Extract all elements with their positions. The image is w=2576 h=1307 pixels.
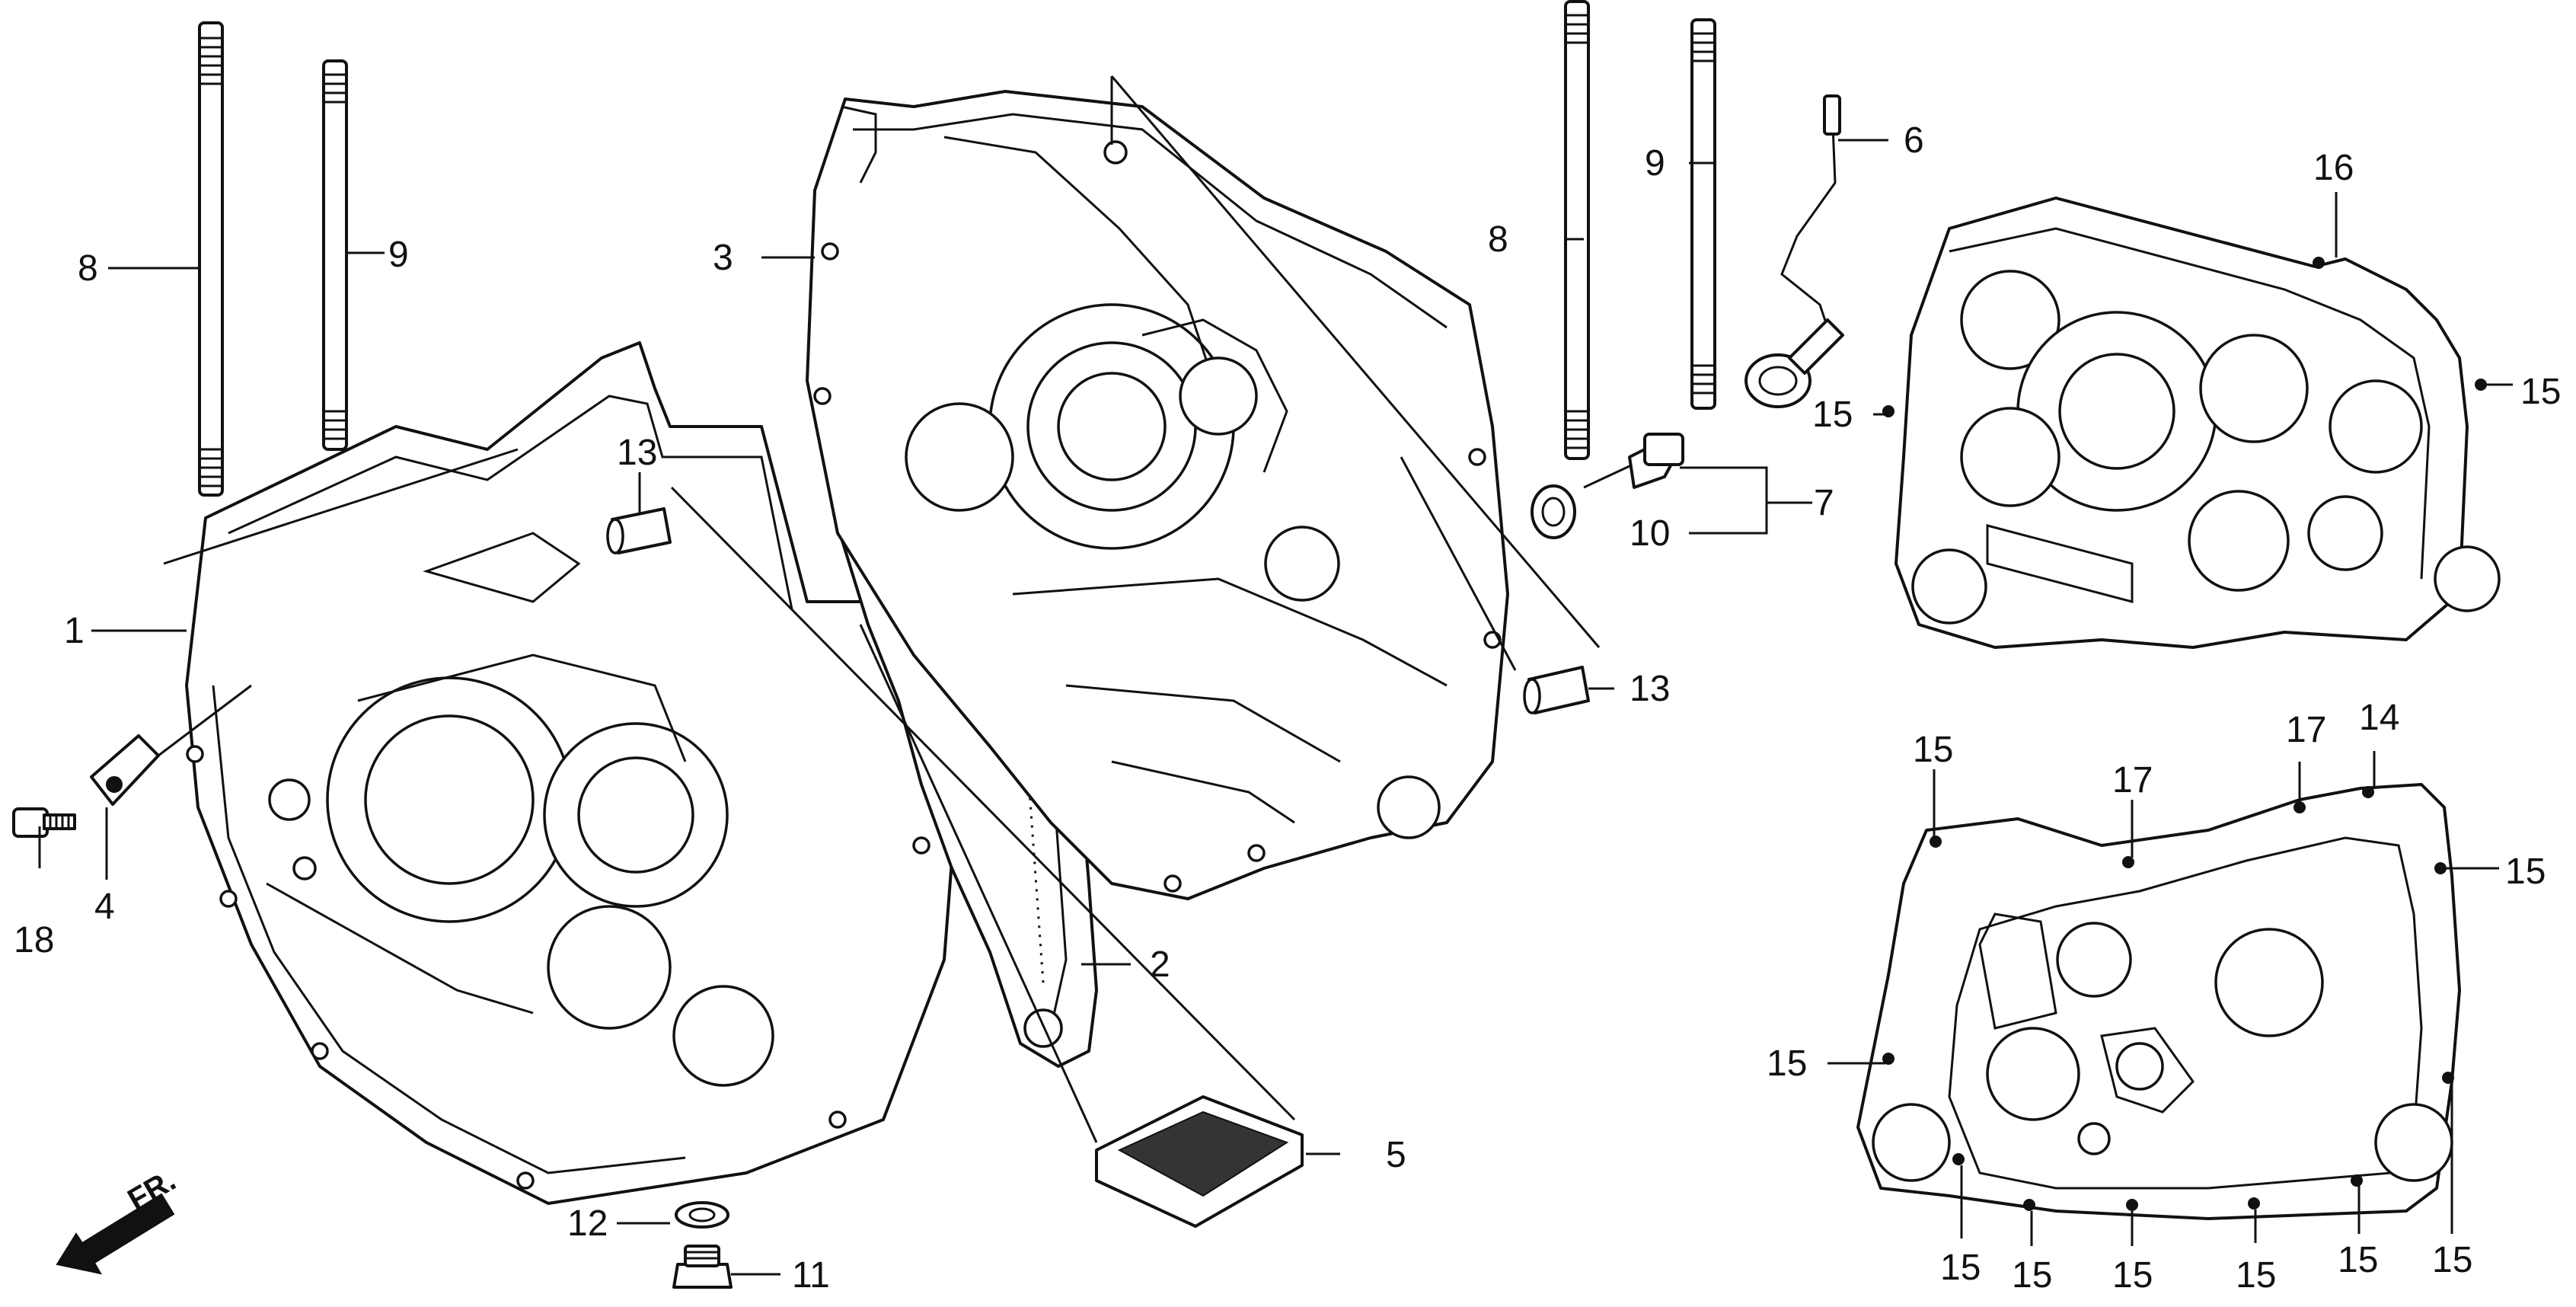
callout-15-i: 15 — [2236, 1255, 2276, 1296]
callout-17-b: 17 — [2286, 710, 2326, 750]
stud-bolt-9-left — [322, 59, 348, 451]
callout-16: 16 — [2313, 148, 2354, 188]
hollow-dowel-13-left — [606, 507, 672, 554]
callout-15-a: 15 — [1812, 395, 1853, 435]
drain-bolt-11 — [672, 1245, 733, 1289]
cover-gasket-lower — [1856, 783, 2461, 1220]
cap-4 — [90, 684, 252, 806]
callout-15-j: 15 — [2338, 1240, 2378, 1280]
callout-7: 7 — [1814, 483, 1834, 523]
callout-15-d: 15 — [2505, 852, 2546, 892]
front-direction-label: FR. — [123, 1163, 182, 1216]
callout-9-right: 9 — [1645, 143, 1665, 184]
callout-4: 4 — [94, 887, 115, 927]
callout-14: 14 — [2359, 698, 2399, 738]
o-ring-10 — [1531, 484, 1576, 539]
bolt-18 — [12, 807, 76, 838]
callout-6: 6 — [1904, 120, 1924, 161]
callout-10: 10 — [1630, 513, 1670, 554]
neutral-switch-7 — [1583, 433, 1684, 489]
callout-5: 5 — [1386, 1135, 1406, 1175]
callout-2: 2 — [1150, 944, 1170, 985]
callout-1: 1 — [64, 611, 85, 651]
hollow-dowel-13-right — [1523, 666, 1590, 714]
stud-bolt-8-right — [1564, 0, 1590, 460]
callout-8-right: 8 — [1488, 219, 1508, 260]
callout-15-c: 15 — [1913, 730, 1953, 770]
cover-gasket-16 — [1882, 197, 2501, 649]
callout-15-e: 15 — [1767, 1043, 1807, 1084]
callout-15-g: 15 — [2012, 1255, 2052, 1296]
sealing-washer-12 — [675, 1201, 729, 1229]
callout-17-a: 17 — [2112, 760, 2153, 800]
neutral-switch-wire-6 — [1744, 94, 1844, 408]
callout-labels: 8 9 1 18 4 13 3 2 5 12 11 8 9 6 7 10 13 … — [14, 120, 2561, 1296]
leader-lines — [38, 75, 2513, 1276]
callout-8-left: 8 — [78, 248, 98, 289]
callout-15-k: 15 — [2432, 1240, 2472, 1280]
callout-18: 18 — [14, 920, 54, 960]
stud-bolt-9-right — [1690, 18, 1716, 410]
callout-13-left: 13 — [617, 433, 657, 473]
oil-strainer-screen — [1095, 1095, 1304, 1228]
callout-11: 11 — [792, 1255, 830, 1296]
front-direction-arrow-icon: FR. — [56, 1163, 182, 1275]
right-crankcase — [806, 90, 1509, 900]
callout-9-left: 9 — [388, 235, 409, 275]
callout-13-right: 13 — [1630, 669, 1670, 709]
stud-bolt-8-left — [198, 21, 224, 497]
left-crankcase — [185, 341, 961, 1205]
callout-15-f: 15 — [1940, 1248, 1981, 1288]
callout-3: 3 — [713, 238, 733, 278]
callout-12: 12 — [567, 1203, 608, 1244]
callout-15-b: 15 — [2520, 372, 2561, 412]
callout-15-h: 15 — [2112, 1255, 2153, 1296]
